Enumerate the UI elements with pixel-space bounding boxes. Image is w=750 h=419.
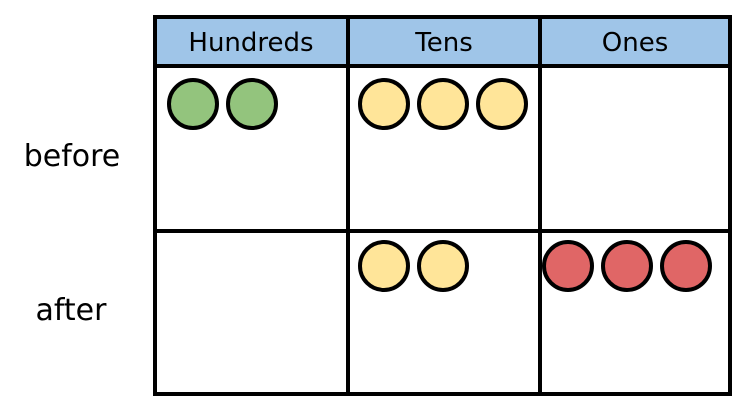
table-grid: [153, 15, 732, 396]
ones-counter: [542, 240, 594, 292]
hundreds-counter: [167, 78, 219, 130]
ones-counter: [601, 240, 653, 292]
ones-counter: [660, 240, 712, 292]
row-label-after: after: [36, 293, 108, 328]
tens-counter: [417, 78, 469, 130]
tens-counter: [417, 240, 469, 292]
header-background: [155, 17, 730, 66]
header-tens: Tens: [414, 28, 472, 58]
row-label-before: before: [24, 139, 121, 174]
tens-counter: [358, 240, 410, 292]
hundreds-counter: [226, 78, 278, 130]
tens-counter: [476, 78, 528, 130]
tens-counter: [358, 78, 410, 130]
header-hundreds: Hundreds: [188, 28, 313, 58]
header-ones: Ones: [602, 28, 669, 58]
